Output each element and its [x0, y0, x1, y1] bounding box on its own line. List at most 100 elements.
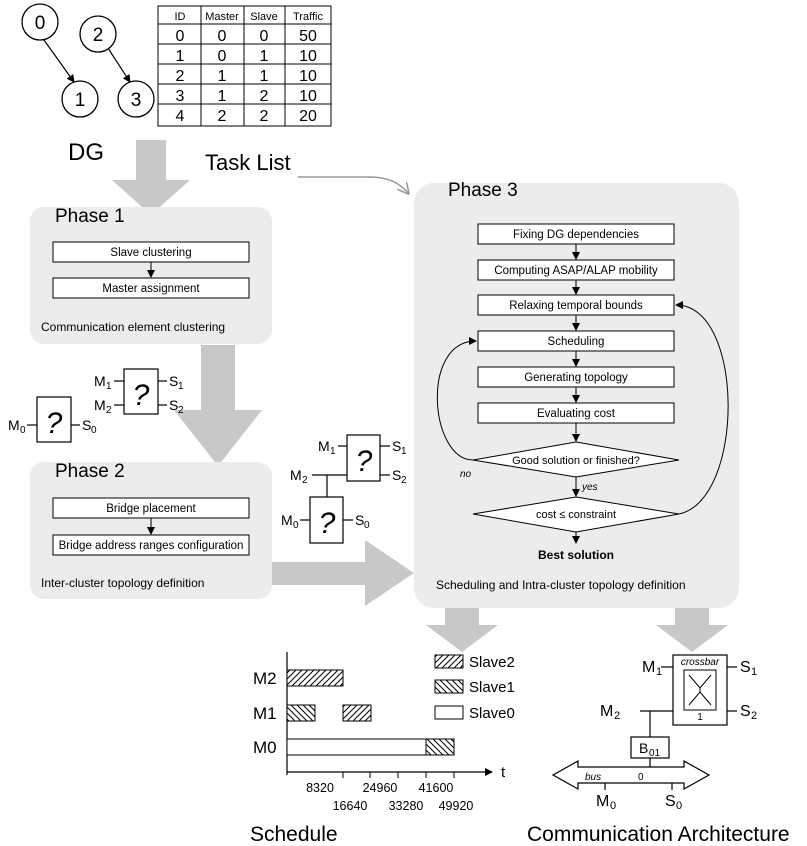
phase3-decision-cost-label: cost ≤ constraint — [536, 509, 616, 521]
col-traffic: Traffic — [293, 11, 323, 23]
task-list-table — [157, 5, 332, 127]
cell: 0 — [176, 28, 185, 45]
m1-sub: 1 — [656, 666, 662, 678]
dg-node-2 — [79, 15, 117, 53]
s0-sub: 0 — [91, 425, 97, 436]
legend-swatch-slave1 — [434, 679, 464, 694]
m2-label: M — [600, 703, 613, 720]
phase3-step-label: Evaluating cost — [537, 408, 616, 420]
unknown-mark: ? — [319, 507, 336, 540]
cell: 0 — [260, 28, 269, 45]
flow-arrow-phase2-to-phase3 — [268, 540, 414, 606]
phase3-no-label: no — [460, 469, 472, 480]
phase3-step-label: Generating topology — [524, 372, 628, 384]
task-list-label: Task List — [205, 150, 291, 175]
bus-arrow — [551, 759, 711, 791]
phase1-caption: Communication element clustering — [41, 320, 225, 334]
cell: 20 — [299, 108, 317, 125]
crossbar-switch-icon — [688, 674, 712, 706]
task-list-header: ID Master Slave Traffic — [175, 11, 324, 23]
m2-label: M — [290, 467, 302, 483]
unknown-mark: ? — [356, 445, 373, 478]
s1-sub: 1 — [751, 666, 757, 678]
dg-edge-0-1 — [43, 39, 75, 83]
crossbar-inner — [683, 669, 717, 711]
phase3-decision-cost — [472, 496, 680, 533]
s0-label: S — [82, 417, 91, 433]
dg-node-3 — [117, 80, 155, 118]
bus-label: bus — [585, 772, 601, 783]
cell: 10 — [299, 88, 317, 105]
s0-label: S — [355, 512, 364, 528]
phase2-step-box — [52, 534, 250, 556]
phase2-panel: Phase 2 Bridge placement Bridge address … — [30, 461, 272, 599]
m1-label: M — [318, 438, 330, 454]
cluster-box-12 — [123, 368, 159, 415]
dg-node-0 — [21, 3, 59, 41]
phase2-title: Phase 2 — [55, 461, 125, 482]
legend-swatch-slave0 — [434, 705, 464, 720]
bridge-box — [630, 736, 670, 759]
phase2-step-label: Bridge address ranges configuration — [59, 540, 244, 552]
col-id: ID — [175, 11, 186, 23]
phase2-caption: Inter-cluster topology definition — [41, 576, 204, 590]
m0-sub: 0 — [610, 800, 616, 812]
m0-sub: 0 — [20, 425, 26, 436]
cell: 3 — [176, 88, 185, 105]
phase3-step-label: Relaxing temporal bounds — [509, 300, 643, 312]
legend-slave0: Slave0 — [469, 705, 515, 722]
schedule-chart: M2 M1 M0 t 8320 24960 41600 16640 33280 … — [250, 652, 515, 846]
legend-slave2: Slave2 — [469, 654, 515, 671]
s0-sub: 0 — [676, 800, 682, 812]
phase3-decision-good — [472, 441, 680, 478]
s2-label: S — [169, 397, 178, 413]
dg-node-1 — [61, 80, 99, 118]
s2-sub: 2 — [751, 710, 757, 722]
phase3-step-label: Computing ASAP/ALAP mobility — [494, 265, 658, 277]
schedule-row-m1: M1 — [253, 704, 277, 723]
s1-label: S — [169, 373, 178, 389]
s1-sub: 1 — [401, 446, 407, 457]
cell: 1 — [260, 48, 269, 65]
col-slave: Slave — [250, 11, 278, 23]
phase3-caption: Scheduling and Intra-cluster topology de… — [436, 578, 686, 592]
phase2-step-label: Bridge placement — [106, 503, 196, 515]
legend-slave1: Slave1 — [469, 679, 515, 696]
gantt-bar-m0-slave0 — [286, 738, 427, 756]
m0-label: M — [596, 793, 609, 810]
phase1-step-box — [52, 277, 250, 299]
comm-arch-label: Communication Architecture — [527, 823, 790, 846]
cluster-phase2 — [300, 434, 390, 544]
m0-sub: 0 — [293, 520, 299, 531]
phase3-yes-label: yes — [581, 482, 598, 493]
gantt-bar-m0-slave1 — [425, 738, 455, 756]
dg-node-3-label: 3 — [131, 90, 142, 111]
tick-label: 41600 — [419, 781, 454, 795]
cell: 50 — [299, 28, 317, 45]
phase3-decision-good-label: Good solution or finished? — [512, 455, 640, 467]
s1-label: S — [740, 659, 751, 676]
m2-sub: 2 — [614, 710, 620, 722]
dg-node-2-label: 2 — [93, 25, 104, 46]
unknown-mark: ? — [133, 379, 150, 412]
m0-label: M — [8, 417, 20, 433]
m1-sub: 1 — [330, 446, 336, 457]
phase1-step-label: Slave clustering — [110, 247, 191, 259]
cell: 2 — [176, 68, 185, 85]
cell: 4 — [176, 108, 185, 125]
schedule-row-m2: M2 — [253, 669, 277, 688]
legend-swatch-slave2 — [434, 654, 464, 669]
phase3-title: Phase 3 — [448, 180, 518, 201]
gantt-bar-m1-slave2 — [342, 704, 372, 722]
schedule-label: Schedule — [250, 823, 338, 846]
s2-sub: 2 — [401, 475, 407, 486]
cell: 2 — [260, 88, 269, 105]
crossbar-label: crossbar — [681, 657, 720, 668]
bus-id: 0 — [638, 772, 644, 783]
phase3-result: Best solution — [538, 548, 614, 562]
cell: 1 — [218, 68, 227, 85]
crossbar-id: 1 — [697, 712, 703, 723]
